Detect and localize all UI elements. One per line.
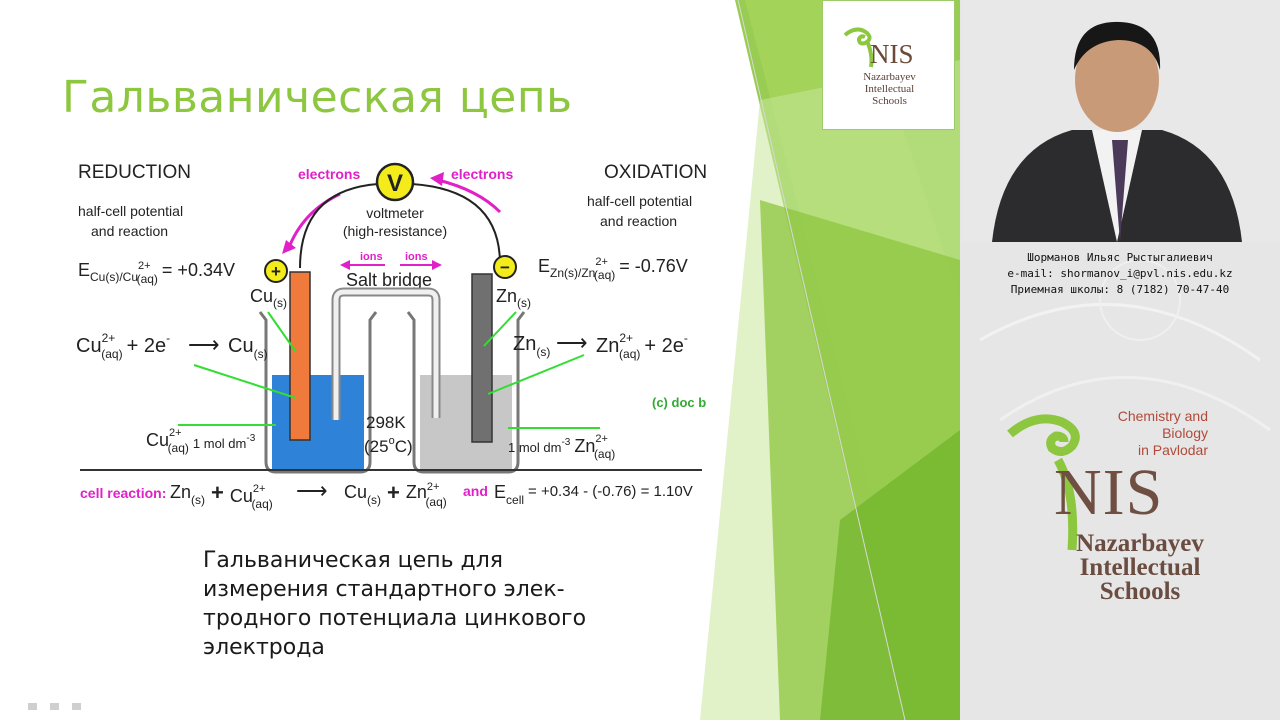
right-reaction-reactant: Zn(s): [513, 333, 550, 359]
electron-arrow-left-head: [282, 240, 296, 254]
ions-left-label: ions: [360, 251, 383, 263]
cell-reaction-right: Cu(s)+Zn2+(aq): [344, 480, 447, 509]
electrons-right-label: electrons: [451, 166, 513, 182]
electron-arrow-right: [437, 178, 502, 214]
galvanic-cell-diagram: REDUCTION half-cell potential and reacti…: [76, 162, 707, 511]
zn-electrode: [471, 273, 493, 443]
chemistry-biology-label: Chemistry and Biology in Pavlodar: [1117, 408, 1208, 458]
ions-right-label: ions: [405, 251, 428, 263]
prev-slide-control[interactable]: [28, 703, 37, 710]
external-wire: [299, 183, 501, 269]
doc-credit: (c) doc b: [652, 395, 706, 410]
pointer-lines: [178, 311, 600, 429]
caption-line: Гальваническая цепь для: [203, 548, 504, 573]
nis-logo-small: NIS Nazarbayev Intellectual Schools: [822, 0, 955, 130]
reduction-sub2: and reaction: [91, 223, 168, 239]
cell-reaction-label: cell reaction:: [80, 485, 166, 501]
salt-bridge-label: Salt bridge: [346, 270, 432, 290]
zn-electrode-label: Zn(s): [496, 286, 531, 310]
svg-text:+: +: [271, 262, 281, 281]
electrons-left-label: electrons: [298, 166, 360, 182]
e-zn-value: EZn(s)/Zn2+(aq)= -0.76V: [538, 256, 688, 282]
nis-logo-large-word: NIS: [1054, 456, 1164, 529]
oxidation-sub1: half-cell potential: [587, 193, 692, 209]
right-reaction-arrow: ⟶: [556, 330, 588, 355]
presenter-info: Шорманов Ильяс Рыстыгалиевич e-mail: sho…: [960, 250, 1280, 298]
oxidation-title: OXIDATION: [604, 162, 707, 183]
nis-logo-small-word: NIS: [870, 39, 914, 69]
temperature-kelvin: 298K: [366, 413, 406, 432]
presenter-email: e-mail: shormanov_i@pvl.nis.edu.kz: [1007, 267, 1233, 280]
svg-text:−: −: [500, 258, 510, 277]
oxidation-sub2: and reaction: [600, 213, 677, 229]
nis-logo-large: Chemistry and Biology in Pavlodar NIS Na…: [960, 380, 1280, 640]
caption-line: тродного потенциала цинкового: [203, 606, 587, 631]
left-reaction-arrow: ⟶: [188, 332, 220, 357]
electron-arrow-left: [286, 192, 341, 251]
presenter-image: [962, 0, 1280, 242]
left-beaker: [258, 311, 378, 474]
next-slide-control[interactable]: [72, 703, 81, 710]
cu-concentration: Cu2+(aq)1 mol dm-3: [146, 427, 256, 455]
cu-electrode-label: Cu(s): [250, 286, 287, 310]
right-beaker: [406, 311, 526, 474]
e-cu-value: ECu(s)/Cu2+(aq)= +0.34V: [78, 260, 235, 286]
cell-reaction-arrow: ⟶: [296, 478, 328, 503]
cu-electrode: [289, 271, 311, 441]
electron-arrow-right-head: [430, 172, 444, 186]
plus-terminal: [264, 259, 288, 283]
slide-caption: Гальваническая цепь для измерения станда…: [203, 546, 633, 662]
slide-title: Гальваническая цепь: [62, 72, 573, 123]
nis-logo-small-subtitle: Nazarbayev Intellectual Schools: [863, 71, 916, 107]
cell-potential: Ecell= +0.34 - (-0.76) = 1.10V: [494, 482, 693, 507]
caption-line: измерения стандартного элек-: [203, 577, 565, 602]
panel-watermark: [979, 259, 1271, 432]
nis-logo-large-subtitle: Nazarbayev Intellectual Schools: [1076, 530, 1204, 605]
temperature-celsius: (25oC): [364, 435, 413, 456]
left-solution: [272, 375, 364, 470]
reduction-title: REDUCTION: [78, 162, 191, 183]
caption-line: электрода: [203, 635, 325, 660]
voltmeter-symbol: V: [387, 170, 403, 197]
voltmeter-label1: voltmeter: [366, 205, 424, 221]
voltmeter-label2: (high-resistance): [343, 223, 447, 239]
presenter-name: Шорманов Ильяс Рыстыгалиевич: [1027, 251, 1213, 264]
reduction-sub1: half-cell potential: [78, 203, 183, 219]
voltmeter-circle: [375, 162, 415, 202]
cell-reaction-left: Zn(s)+Cu2+(aq): [170, 480, 273, 511]
leaf-icon: [1007, 414, 1080, 551]
right-reaction-product: Zn2+(aq)+ 2e-: [596, 331, 688, 361]
presenter-phone: Приемная школы: 8 (7182) 70-47-40: [1010, 283, 1230, 296]
cell-reaction-and: and: [463, 483, 488, 499]
slide: Гальваническая цепь NIS Nazarbayev Intel…: [28, 0, 960, 720]
slide-background-decoration: [700, 0, 960, 720]
menu-control[interactable]: [50, 703, 59, 710]
left-reaction: Cu2+(aq)+ 2e-: [76, 331, 170, 361]
leaf-icon: [843, 27, 874, 68]
minus-terminal: [493, 255, 517, 279]
left-reaction-product: Cu(s): [228, 335, 268, 361]
presenter-video: [962, 0, 1280, 242]
